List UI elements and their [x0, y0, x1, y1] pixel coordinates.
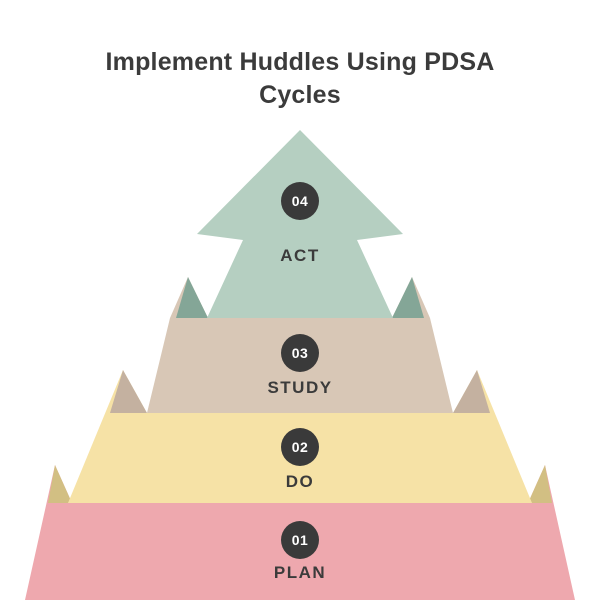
step-02-badge — [281, 428, 319, 466]
study-fold-right — [453, 370, 490, 413]
act-arrow-shape — [197, 130, 403, 318]
step-03-number: 03 — [292, 345, 309, 361]
step-04-badge — [281, 182, 319, 220]
study-fold-left — [110, 370, 147, 413]
act-fold-right — [392, 277, 424, 318]
step-03-group: 03 STUDY — [267, 334, 332, 397]
step-02-number: 02 — [292, 439, 309, 455]
page-title-line2: Cycles — [259, 81, 341, 109]
do-fold-left — [48, 465, 72, 503]
step-01-label: PLAN — [274, 563, 326, 582]
act-fold-left — [176, 277, 208, 318]
page-title: Implement Huddles Using PDSA Cycles — [0, 46, 600, 112]
step-04-group: 04 ACT — [280, 182, 319, 265]
page-title-line1: Implement Huddles Using PDSA — [105, 48, 495, 76]
do-fold-right — [528, 465, 552, 503]
step-01-number: 01 — [292, 532, 309, 548]
step-03-label: STUDY — [267, 378, 332, 397]
step-04-number: 04 — [292, 193, 309, 209]
step-03-badge — [281, 334, 319, 372]
step-02-group: 02 DO — [281, 428, 319, 491]
step-01-group: 01 PLAN — [274, 521, 326, 582]
step-04-label: ACT — [280, 246, 319, 265]
step-02-label: DO — [286, 472, 315, 491]
step-01-badge — [281, 521, 319, 559]
